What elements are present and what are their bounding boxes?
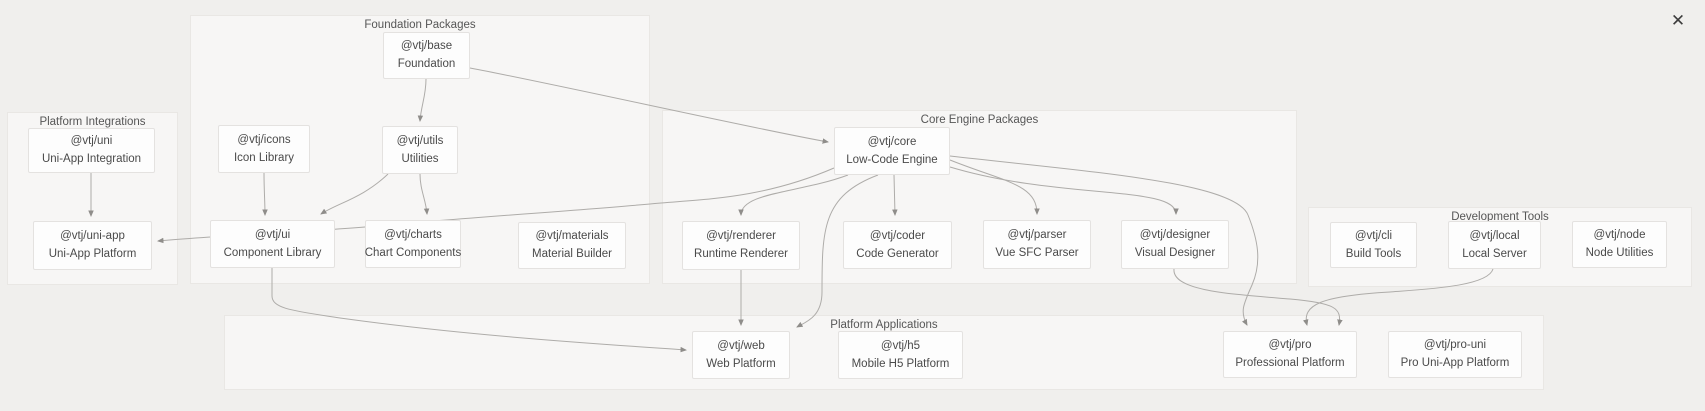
node-package-name: @vtj/h5 xyxy=(880,339,921,352)
node-package-desc: Web Platform xyxy=(706,357,776,370)
node-package-name: @vtj/base xyxy=(400,40,453,53)
node-package-desc: Code Generator xyxy=(856,247,939,260)
group-title: Core Engine Packages xyxy=(920,114,1039,126)
close-icon[interactable]: ✕ xyxy=(1665,8,1691,34)
node-package-name: @vtj/local xyxy=(1469,229,1520,242)
node-package-desc: Vue SFC Parser xyxy=(995,247,1079,259)
group-title: Foundation Packages xyxy=(364,19,476,31)
node-package-name: @vtj/coder xyxy=(869,229,926,242)
node-package-name: @vtj/web xyxy=(717,339,765,352)
node-package-name: @vtj/icons xyxy=(237,133,291,146)
node-package-desc: Professional Platform xyxy=(1235,357,1345,369)
node-package-name: @vtj/uni xyxy=(70,135,113,148)
node-package-desc: Visual Designer xyxy=(1134,247,1216,259)
node-package-desc: Local Server xyxy=(1462,247,1527,260)
node-package-desc: Uni-App Integration xyxy=(41,153,142,165)
node-package-desc: Node Utilities xyxy=(1585,247,1654,259)
node-package-name: @vtj/renderer xyxy=(706,230,776,243)
node-package-name: @vtj/designer xyxy=(1139,229,1211,242)
node-package-name: @vtj/pro-uni xyxy=(1423,339,1487,352)
node-package-desc: Material Builder xyxy=(532,248,612,260)
node-package-desc: Runtime Renderer xyxy=(694,248,788,260)
node-package-desc: Component Library xyxy=(223,246,322,259)
node-package-desc: Foundation xyxy=(397,58,456,70)
node-package-name: @vtj/pro xyxy=(1268,339,1312,352)
node-package-name: @vtj/ui xyxy=(254,228,291,241)
group-title: Platform Applications xyxy=(830,319,938,331)
node-package-desc: Low-Code Engine xyxy=(846,153,938,166)
node-package-name: @vtj/charts xyxy=(384,228,442,241)
node-package-desc: Pro Uni-App Platform xyxy=(1400,357,1510,369)
node-package-name: @vtj/materials xyxy=(535,230,609,243)
node-package-name: @vtj/utils xyxy=(396,134,444,147)
node-package-name: @vtj/node xyxy=(1593,229,1646,242)
group-title: Platform Integrations xyxy=(39,116,146,128)
node-package-name: @vtj/parser xyxy=(1007,229,1067,242)
node-package-desc: Build Tools xyxy=(1345,247,1402,260)
node-package-desc: Uni-App Platform xyxy=(48,248,137,260)
node-package-name: @vtj/cli xyxy=(1354,229,1393,242)
node-package-desc: Mobile H5 Platform xyxy=(851,357,950,370)
node-package-desc: Icon Library xyxy=(233,151,295,164)
node-package-desc: Utilities xyxy=(401,152,439,165)
node-package-name: @vtj/core xyxy=(867,135,917,148)
node-package-desc: Chart Components xyxy=(364,246,462,259)
node-package-name: @vtj/uni-app xyxy=(60,230,125,243)
